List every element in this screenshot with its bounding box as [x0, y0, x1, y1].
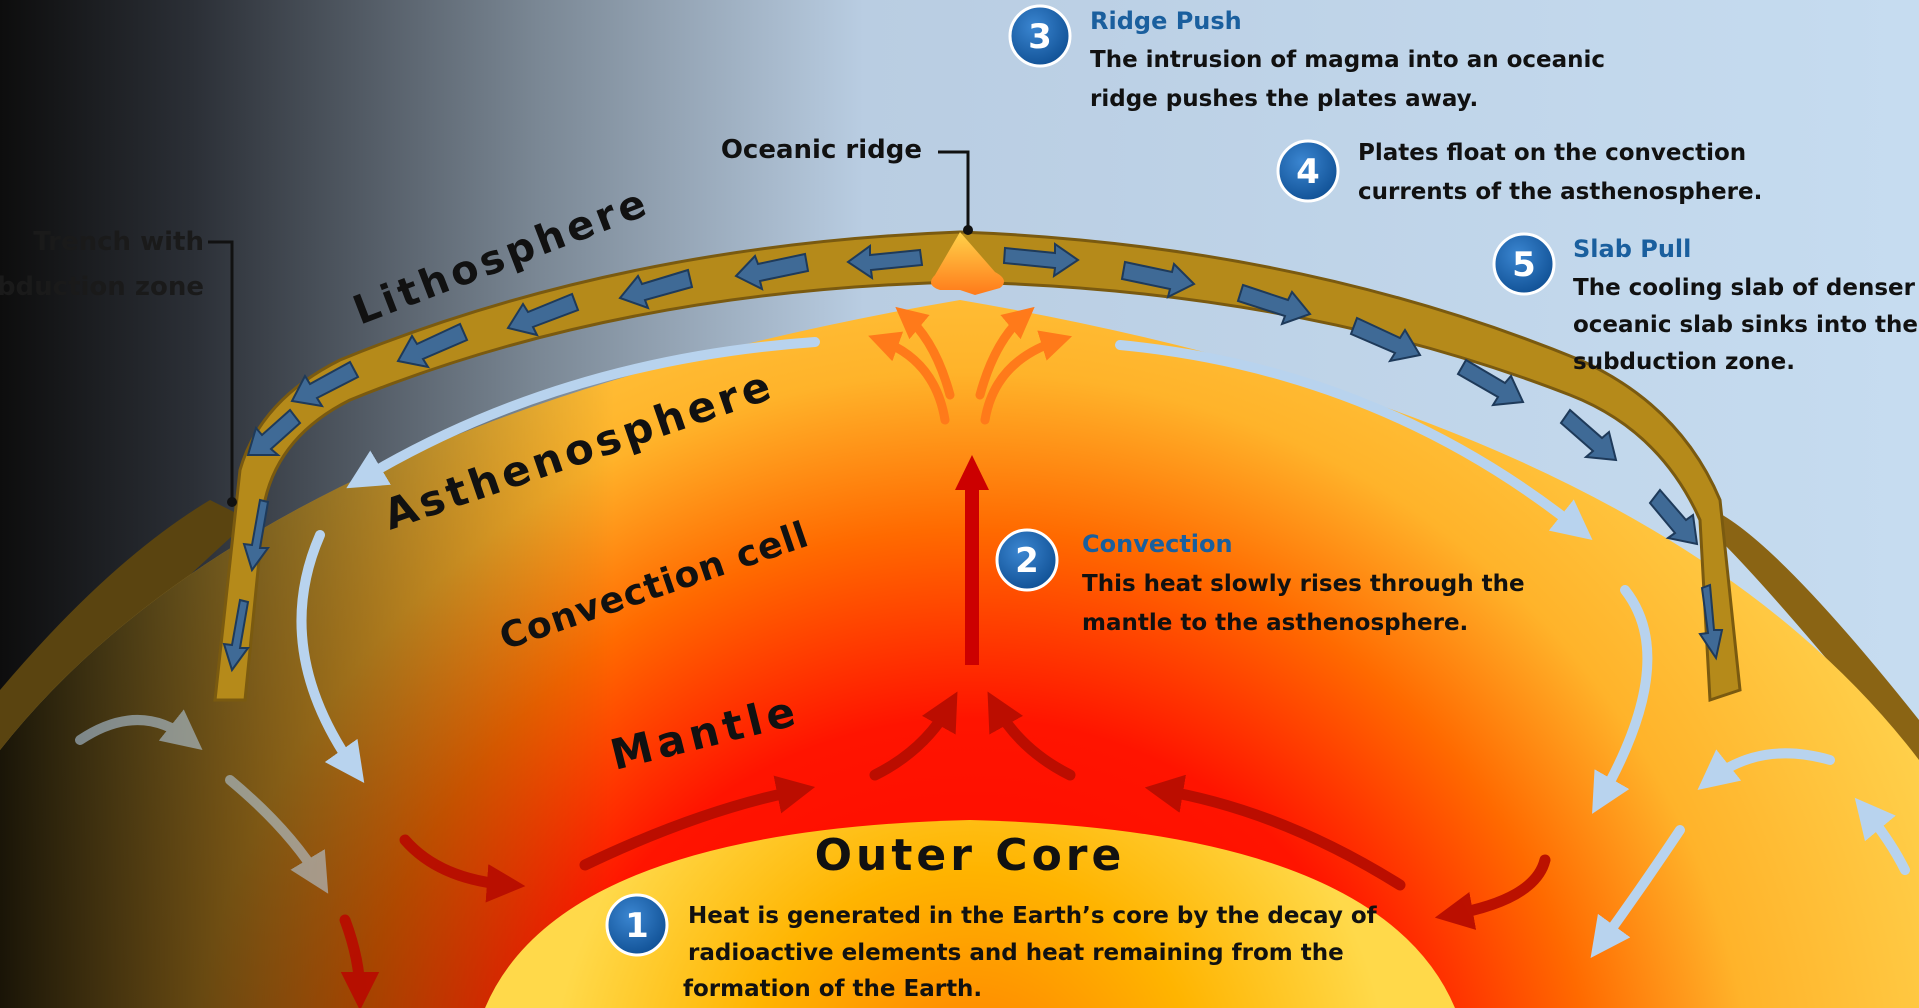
step-number-4: 4 [1296, 152, 1320, 192]
outer-core-label: Outer Core [815, 830, 1126, 881]
oceanic-ridge-label: Oceanic ridge [721, 135, 922, 165]
step-5-line-3: subduction zone. [1573, 349, 1795, 375]
step-1-line-3: formation of the Earth. [683, 976, 982, 1002]
step-3-line-1: The intrusion of magma into an oceanic [1090, 47, 1605, 73]
step-1-line-1: Heat is generated in the Earth’s core by… [688, 903, 1378, 929]
step-1-line-2: radioactive elements and heat remaining … [688, 940, 1344, 966]
step-5-line-1: The cooling slab of denser [1573, 275, 1916, 301]
trench-label-line1: Trench with [33, 227, 204, 257]
step-4-line-2: currents of the asthenosphere. [1358, 179, 1762, 205]
step-3-line-2: ridge pushes the plates away. [1090, 86, 1478, 112]
step-number-1: 1 [625, 906, 649, 946]
step-3-title: Ridge Push [1090, 7, 1242, 35]
step-5-line-2: oceanic slab sinks into the [1573, 312, 1918, 338]
step-5-title: Slab Pull [1573, 235, 1691, 263]
arrow-shaft [965, 485, 979, 665]
oceanic-ridge-point [963, 225, 973, 235]
step-number-5: 5 [1512, 245, 1536, 285]
step-2-title: Convection [1082, 530, 1233, 558]
trench-point [227, 497, 237, 507]
trench-label-line2: bduction zone [0, 272, 204, 302]
step-number-2: 2 [1015, 541, 1039, 581]
step-2-line-2: mantle to the asthenosphere. [1082, 610, 1468, 636]
step-2-line-1: This heat slowly rises through the [1082, 571, 1525, 597]
step-number-3: 3 [1028, 17, 1052, 57]
step-4-line-1: Plates float on the convection [1358, 140, 1746, 166]
